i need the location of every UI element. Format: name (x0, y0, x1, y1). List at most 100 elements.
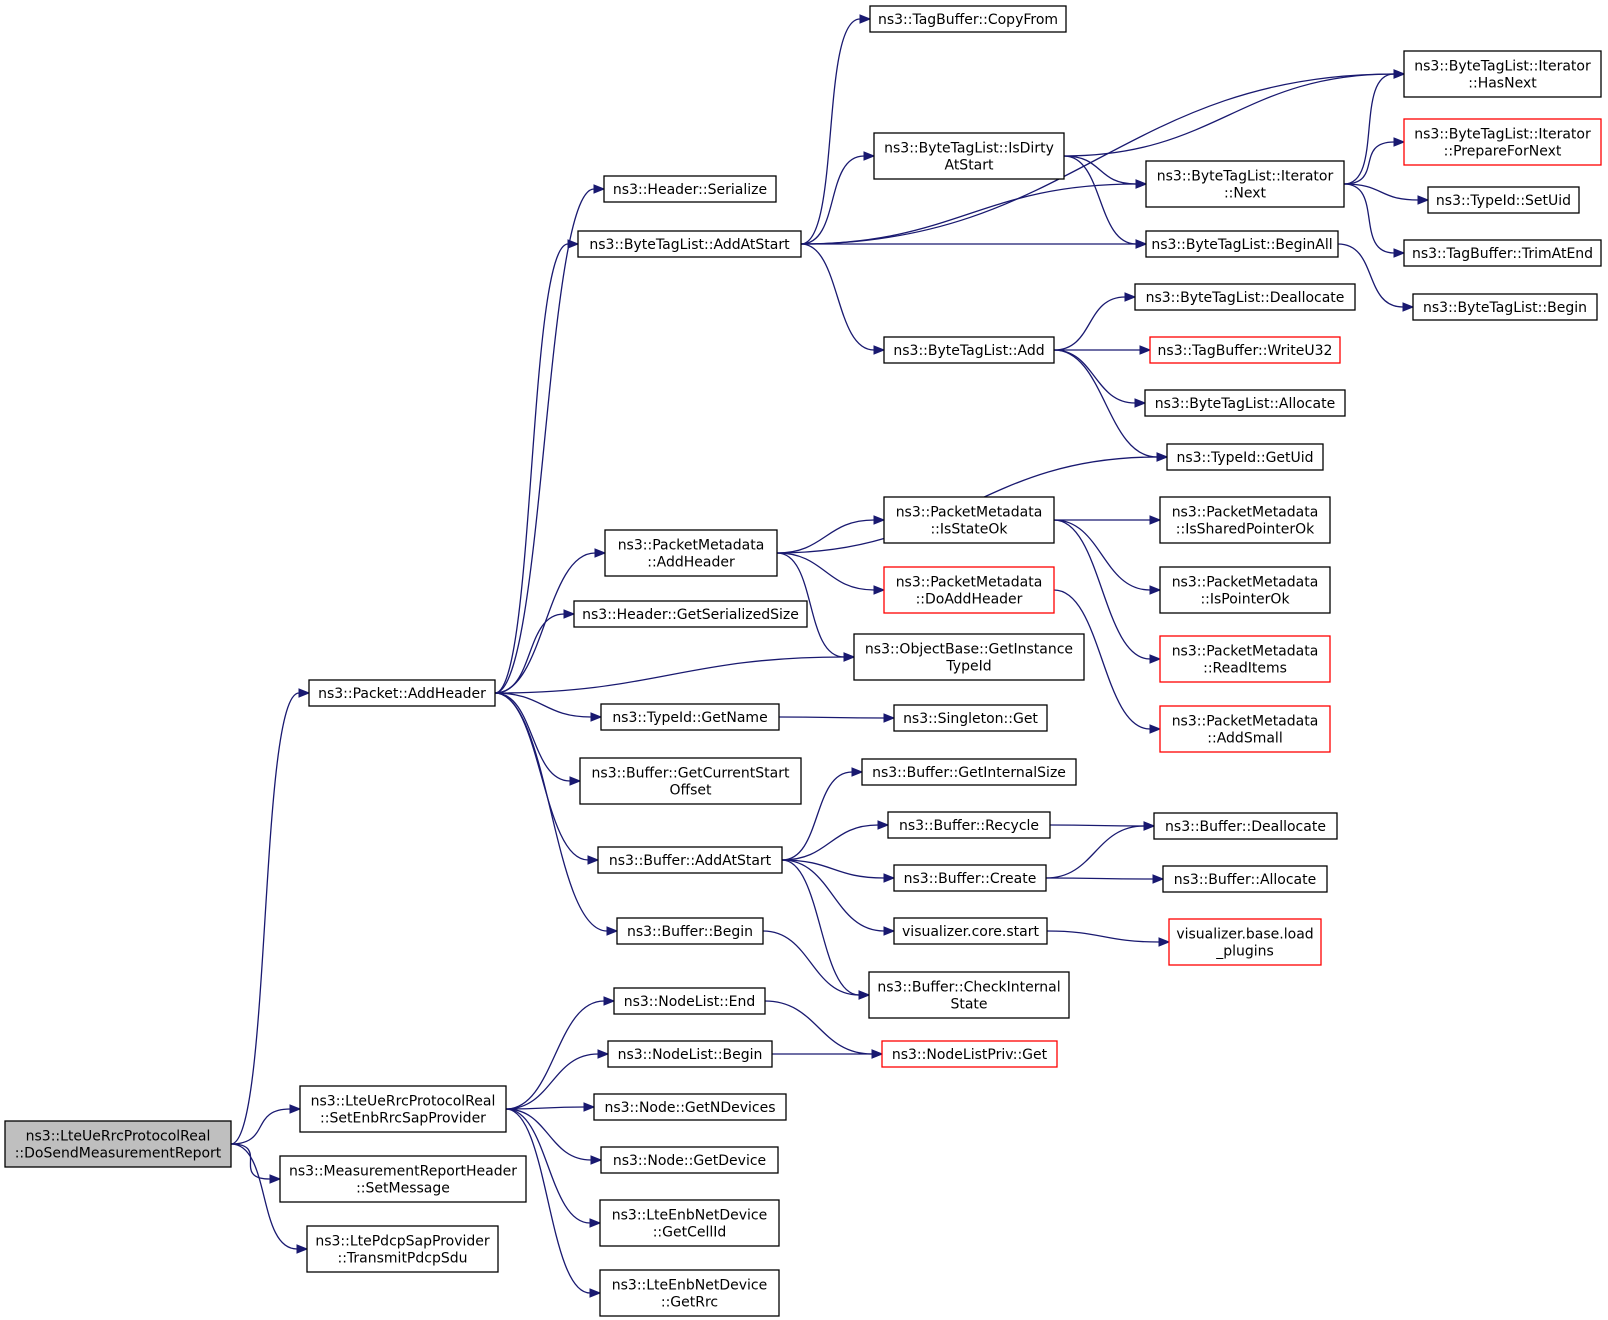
call-edge-pm_doaddheader-to-pm_addsmall (1053, 589, 1162, 734)
node-pkt-addheader[interactable]: ns3::Packet::AddHeader (308, 679, 496, 707)
call-edge-setenb-to-enb_getcellid (505, 1108, 602, 1228)
node-box (861, 758, 1077, 786)
node-label: ns3::ByteTagList::Allocate (1155, 396, 1335, 412)
node-pm-addsmall[interactable]: ns3::PacketMetadata::AddSmall (1159, 705, 1331, 753)
node-label: _plugins (1215, 944, 1274, 960)
call-edge-btl_addatstart-to-tb_copyfrom (800, 14, 872, 245)
node-typeid-getname[interactable]: ns3::TypeId::GetName (600, 703, 780, 731)
node-setenb[interactable]: ns3::LteUeRrcProtocolReal::SetEnbRrcSapP… (299, 1085, 507, 1133)
arrowhead-icon (1149, 654, 1162, 664)
call-edge-line (494, 692, 592, 718)
node-label: ns3::ByteTagList::Add (893, 343, 1044, 359)
node-box (1145, 230, 1339, 258)
call-edge-buf_addatstart-to-buf_checkinternal (781, 859, 871, 1000)
node-enb-getcellid[interactable]: ns3::LteEnbNetDevice::GetCellId (599, 1199, 780, 1247)
node-box (893, 864, 1047, 892)
node-node-getdev[interactable]: ns3::Node::GetDevice (600, 1146, 779, 1174)
arrowhead-icon (587, 855, 600, 865)
node-btl-add[interactable]: ns3::ByteTagList::Add (883, 336, 1055, 364)
node-buf-recycle[interactable]: ns3::Buffer::Recycle (887, 811, 1051, 839)
node-pm-addheader[interactable]: ns3::PacketMetadata::AddHeader (604, 529, 778, 577)
node-btl-beginall[interactable]: ns3::ByteTagList::BeginAll (1145, 230, 1339, 258)
arrowhead-icon (1134, 398, 1147, 408)
node-pm-doaddheader[interactable]: ns3::PacketMetadata::DoAddHeader (883, 566, 1055, 614)
node-buf-begin[interactable]: ns3::Buffer::Begin (616, 917, 764, 945)
call-edge-line (1053, 296, 1126, 351)
arrowhead-icon (873, 585, 886, 595)
node-buf-addatstart[interactable]: ns3::Buffer::AddAtStart (597, 846, 783, 874)
call-edge-buf_create-to-buf_alloc (1045, 874, 1165, 884)
node-box (1403, 239, 1602, 267)
node-label: ::Next (1224, 186, 1267, 202)
node-box (1145, 160, 1345, 208)
node-box (299, 1085, 507, 1133)
node-it-hasnext[interactable]: ns3::ByteTagList::Iterator::HasNext (1403, 50, 1602, 98)
node-buf-alloc[interactable]: ns3::Buffer::Allocate (1162, 865, 1328, 893)
call-edge-line (1053, 519, 1151, 591)
node-vis-core-start[interactable]: visualizer.core.start (893, 917, 1048, 945)
node-label: AtStart (944, 158, 994, 174)
call-edge-root-to-setenb (230, 1104, 302, 1145)
node-buf-dealloc[interactable]: ns3::Buffer::Deallocate (1153, 812, 1338, 840)
node-pm-ispointerok[interactable]: ns3::PacketMetadata::IsPointerOk (1159, 566, 1331, 614)
node-it-preparefornext[interactable]: ns3::ByteTagList::Iterator::PrepareForNe… (1403, 118, 1602, 166)
node-pdcp-transmit[interactable]: ns3::LtePdcpSapProvider::TransmitPdcpSdu (306, 1225, 499, 1273)
node-it-next[interactable]: ns3::ByteTagList::Iterator::Next (1145, 160, 1345, 208)
node-singleton-get[interactable]: ns3::Singleton::Get (893, 704, 1048, 732)
node-typeid-setuid[interactable]: ns3::TypeId::SetUid (1427, 186, 1580, 214)
node-box (1166, 443, 1324, 471)
node-label: ns3::Buffer::GetCurrentStart (592, 766, 790, 782)
node-tb-trimatend[interactable]: ns3::TagBuffer::TrimAtEnd (1403, 239, 1602, 267)
node-btl-begin[interactable]: ns3::ByteTagList::Begin (1412, 293, 1598, 321)
node-vis-base-load[interactable]: visualizer.base.load_plugins (1168, 918, 1322, 966)
call-edge-line (1343, 183, 1395, 254)
arrowhead-icon (1156, 452, 1169, 462)
node-pm-issharedok[interactable]: ns3::PacketMetadata::IsSharedPointerOk (1159, 496, 1331, 544)
node-label: ::GetCellId (653, 1225, 727, 1241)
call-edge-line (776, 552, 875, 591)
node-label: ns3::PacketMetadata (618, 538, 765, 554)
call-edge-pkt_addheader-to-hdr_serialize (494, 184, 606, 694)
node-nl-end[interactable]: ns3::NodeList::End (613, 987, 766, 1015)
call-edge-line (505, 1108, 591, 1224)
node-btl-addatstart[interactable]: ns3::ByteTagList::AddAtStart (577, 230, 802, 258)
arrowhead-icon (883, 713, 896, 723)
node-pm-isstateok[interactable]: ns3::PacketMetadata::IsStateOk (883, 496, 1055, 544)
node-node-getndev[interactable]: ns3::Node::GetNDevices (593, 1093, 787, 1121)
arrowhead-icon (858, 990, 871, 1000)
call-edge-btl_isdirty-to-it_next (1063, 155, 1148, 189)
node-nlpriv-get[interactable]: ns3::NodeListPriv::Get (881, 1040, 1058, 1068)
node-btl-alloc[interactable]: ns3::ByteTagList::Allocate (1144, 389, 1346, 417)
node-buf-getinternal[interactable]: ns3::Buffer::GetInternalSize (861, 758, 1077, 786)
node-pm-readitems[interactable]: ns3::PacketMetadata::ReadItems (1159, 635, 1331, 683)
node-label: ns3::TagBuffer::CopyFrom (878, 12, 1058, 28)
node-buf-create[interactable]: ns3::Buffer::Create (893, 864, 1047, 892)
node-enb-getrrc[interactable]: ns3::LteEnbNetDevice::GetRrc (599, 1269, 780, 1317)
node-label: ::PrepareForNext (1444, 144, 1562, 160)
arrowhead-icon (1143, 821, 1156, 831)
call-edge-line (230, 1143, 298, 1250)
node-label: ns3::Header::GetSerializedSize (582, 607, 799, 623)
arrowhead-icon (1152, 874, 1165, 884)
call-edge-setenb-to-enb_getrrc (505, 1108, 602, 1298)
arrowhead-icon (1139, 345, 1152, 355)
node-nl-begin[interactable]: ns3::NodeList::Begin (607, 1040, 773, 1068)
call-edge-line (505, 1108, 591, 1294)
call-edge-line (1049, 824, 1145, 827)
node-tb-copyfrom[interactable]: ns3::TagBuffer::CopyFrom (869, 5, 1067, 33)
call-edge-btl_add-to-btl_dealloc (1053, 292, 1137, 351)
call-edge-line (230, 1143, 271, 1180)
node-meas-setmsg[interactable]: ns3::MeasurementReportHeader::SetMessage (279, 1155, 527, 1203)
node-box (600, 703, 780, 731)
node-box (1153, 812, 1338, 840)
node-tb-writeu32[interactable]: ns3::TagBuffer::WriteU32 (1149, 336, 1341, 364)
node-typeid-getuid[interactable]: ns3::TypeId::GetUid (1166, 443, 1324, 471)
node-hdr-serialize[interactable]: ns3::Header::Serialize (603, 175, 777, 203)
node-btl-dealloc[interactable]: ns3::ByteTagList::Deallocate (1134, 283, 1356, 311)
call-edge-root-to-pdcp_transmit (230, 1143, 309, 1254)
node-hdr-getsize[interactable]: ns3::Header::GetSerializedSize (573, 600, 808, 628)
